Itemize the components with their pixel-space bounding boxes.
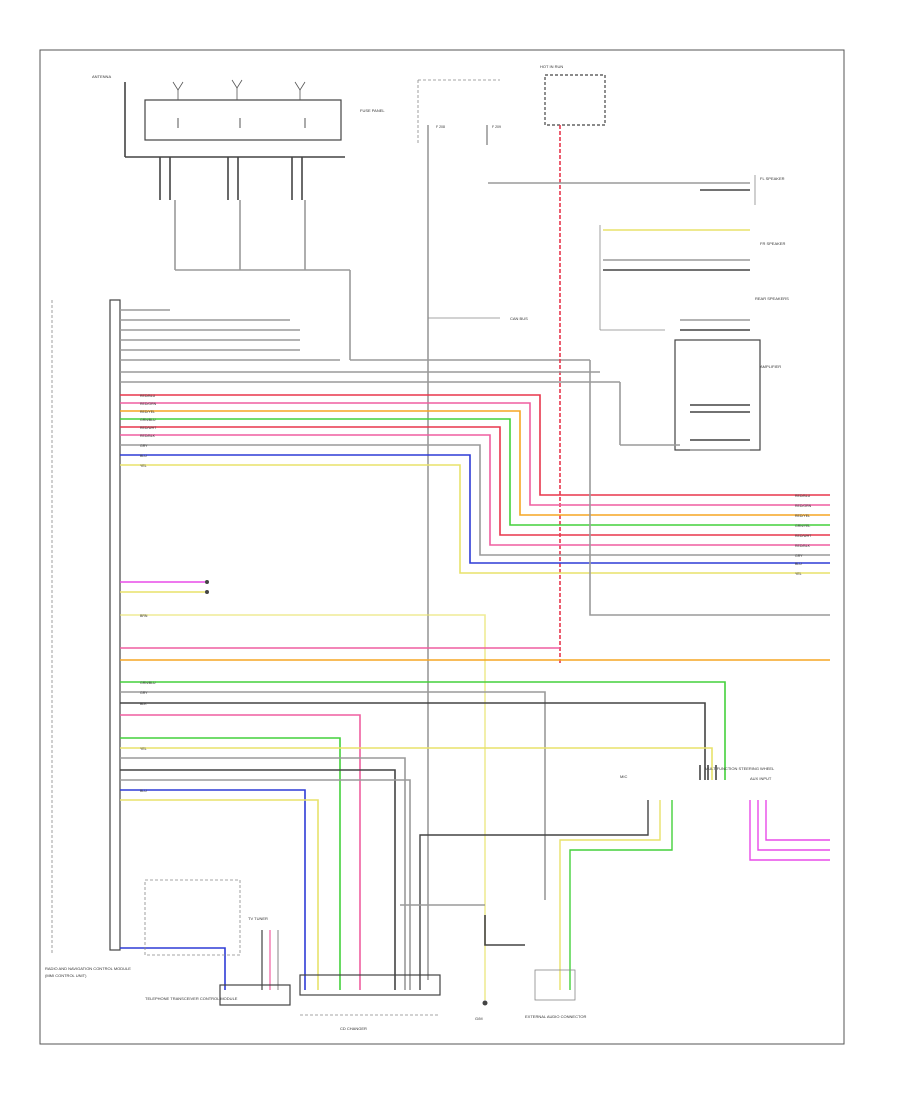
can-bus-label: CAN BUS bbox=[510, 316, 528, 321]
telephone-module-label: TELEPHONE TRANSCEIVER CONTROL MODULE bbox=[145, 996, 238, 1001]
svg-text:GRN/BLU: GRN/BLU bbox=[140, 681, 156, 685]
diagram-frame bbox=[39, 49, 845, 1045]
svg-text:RED/YEL: RED/YEL bbox=[795, 514, 810, 518]
jack-2-label: MIC bbox=[620, 774, 627, 779]
svg-text:BRN: BRN bbox=[140, 614, 148, 618]
radio-module-box bbox=[109, 299, 121, 951]
antenna-amplifier-box bbox=[144, 99, 342, 141]
svg-text:RED/GRN: RED/GRN bbox=[140, 402, 157, 406]
svg-text:GRY: GRY bbox=[795, 554, 803, 558]
multifunction-label: MULTIFUNCTION STEERING WHEEL bbox=[705, 766, 775, 771]
tv-tuner-label: TV TUNER bbox=[248, 916, 268, 921]
speaker-fr-label: FR SPEAKER bbox=[760, 241, 785, 246]
svg-text:RED/BLK: RED/BLK bbox=[795, 544, 811, 548]
svg-text:RED/YEL: RED/YEL bbox=[140, 410, 155, 414]
speaker-fl-label: FL SPEAKER bbox=[760, 176, 785, 181]
svg-text:BLU: BLU bbox=[140, 789, 147, 793]
svg-text:GRY: GRY bbox=[140, 691, 148, 695]
fuse-2-label: F 209 bbox=[492, 125, 501, 129]
aux-jack bbox=[749, 800, 830, 861]
cd-changer-box bbox=[299, 974, 441, 996]
svg-text:GRN/BLU: GRN/BLU bbox=[140, 418, 156, 422]
svg-text:RED/GRN: RED/GRN bbox=[795, 504, 812, 508]
radio-module-label: RADIO AND NAVIGATION CONTROL MODULE bbox=[45, 966, 131, 971]
svg-text:RED/WHT: RED/WHT bbox=[795, 534, 812, 538]
jack-1-label: AUX INPUT bbox=[750, 776, 772, 781]
antenna-label: ANTENNA bbox=[92, 74, 111, 79]
hot-in-run-label: HOT IN RUN bbox=[540, 64, 563, 69]
svg-text:GRY: GRY bbox=[140, 444, 148, 448]
svg-text:BLU: BLU bbox=[795, 562, 802, 566]
svg-text:RED/BLU: RED/BLU bbox=[795, 494, 811, 498]
svg-text:RED/BLU: RED/BLU bbox=[140, 394, 156, 398]
svg-text:RED/BLK: RED/BLK bbox=[140, 434, 156, 438]
audio-connector-label: EXTERNAL AUDIO CONNECTOR bbox=[525, 1014, 586, 1019]
svg-text:RED/WHT: RED/WHT bbox=[140, 426, 157, 430]
svg-text:YEL: YEL bbox=[140, 464, 147, 468]
ground-label: G/M bbox=[475, 1016, 483, 1021]
cd-changer-label: CD CHANGER bbox=[340, 1026, 367, 1031]
radio-module-sublabel: (MMI CONTROL UNIT) bbox=[45, 973, 87, 978]
svg-text:BLU: BLU bbox=[140, 454, 147, 458]
speaker-harness bbox=[120, 394, 830, 574]
fuse-1-label: F 208 bbox=[436, 125, 445, 129]
svg-text:YEL: YEL bbox=[795, 572, 802, 576]
rear-speakers-label: REAR SPEAKERS bbox=[755, 296, 789, 301]
svg-text:GRN/YEL: GRN/YEL bbox=[795, 524, 810, 528]
fuse-panel-label: FUSE PANEL bbox=[360, 108, 385, 113]
svg-text:BLK: BLK bbox=[140, 702, 147, 706]
antenna-symbols bbox=[172, 79, 306, 100]
svg-text:YEL: YEL bbox=[140, 747, 147, 751]
amplifier-label: AMPLIFIER bbox=[760, 364, 781, 369]
